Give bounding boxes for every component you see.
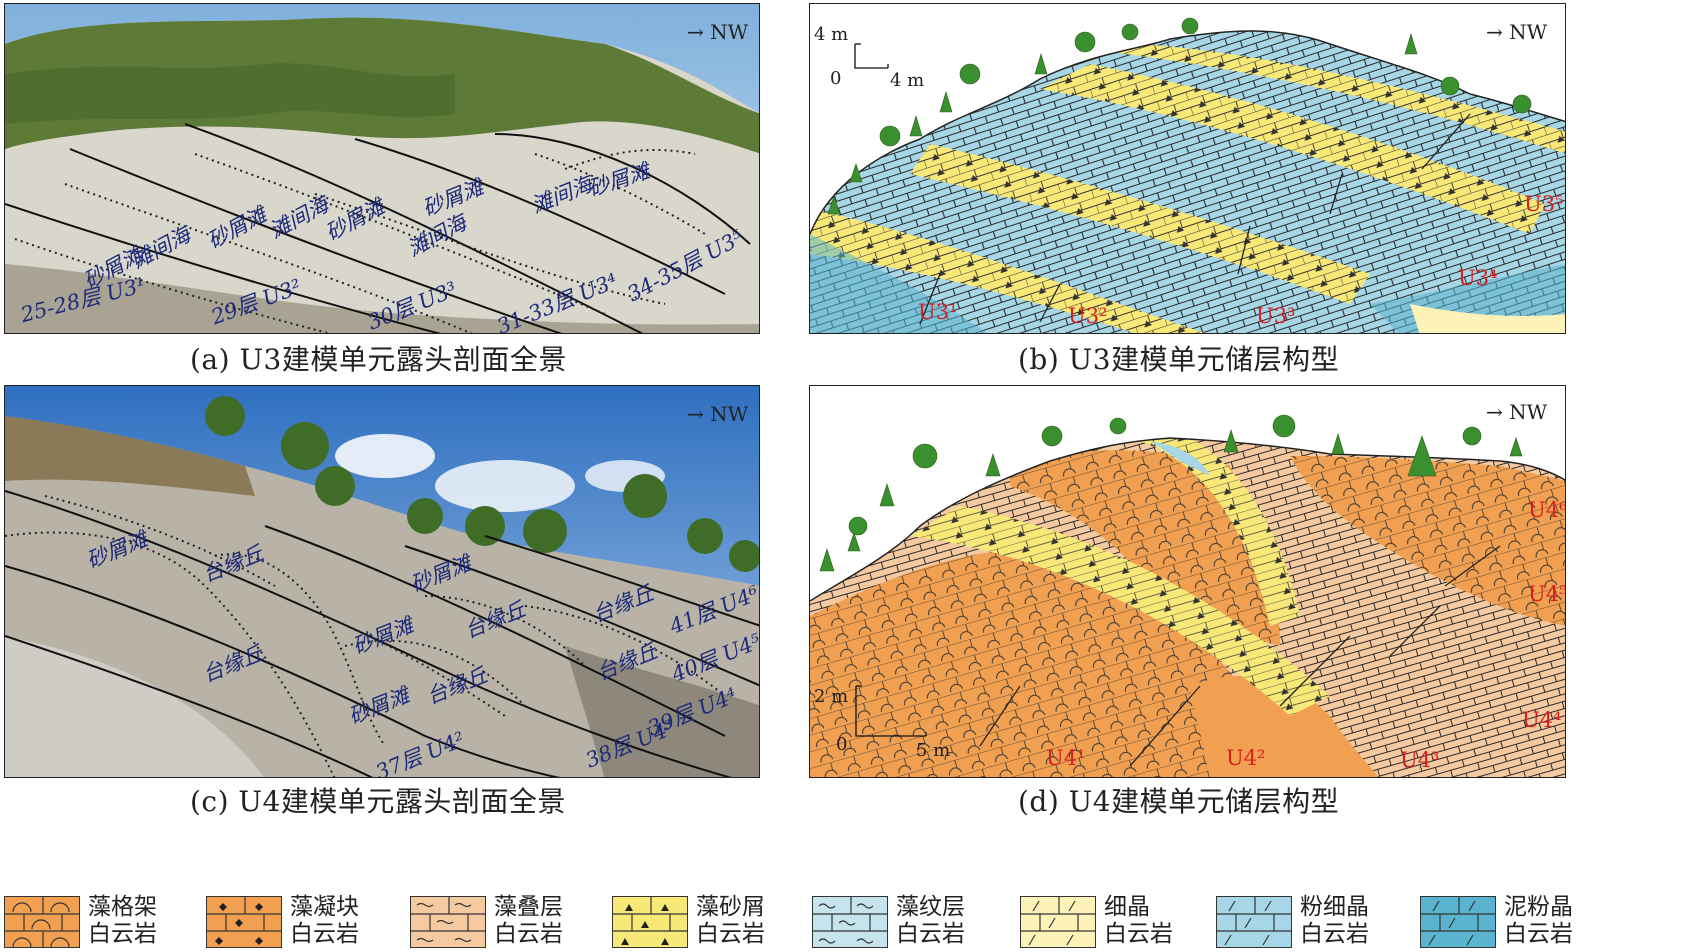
unit-label: U3³ (1256, 304, 1296, 328)
arrow-icon: → (687, 402, 704, 426)
legend-sub: 白云岩 (494, 921, 563, 947)
scale-zero-label: 0 (830, 68, 842, 89)
legend-sub: 白云岩 (290, 921, 359, 947)
north-west-arrow: → NW (1486, 400, 1547, 424)
arrow-icon: → (687, 20, 704, 44)
unit-label: U3⁵ (1524, 192, 1564, 216)
stromatolite-pattern-icon (410, 896, 486, 948)
north-west-arrow: → NW (687, 402, 748, 426)
wavy-pattern-icon (812, 896, 888, 948)
scale-vertical-label: 2 m (814, 686, 849, 707)
panel-c-photo-art (5, 386, 759, 777)
legend-label: 细晶白云岩 (1104, 894, 1173, 948)
unit-label: U4¹ (1046, 746, 1086, 770)
legend-sub: 白云岩 (896, 921, 965, 947)
legend-label: 藻格架白云岩 (88, 894, 157, 948)
unit-label: U3¹ (918, 300, 958, 324)
direction-label: NW (1509, 20, 1548, 44)
legend-label: 泥粉晶白云岩 (1504, 894, 1573, 948)
legend-name: 藻格架 (88, 894, 157, 920)
unit-label: U4² (1226, 746, 1266, 770)
slash-pattern-icon (1420, 896, 1496, 948)
unit-label: U4⁴ (1522, 708, 1562, 732)
scale-vertical-label: 4 m (814, 24, 849, 45)
legend-name: 细晶 (1104, 894, 1150, 920)
arc-pattern-icon (4, 896, 80, 948)
scale-horizontal-label: 4 m (890, 70, 925, 91)
legend-sub: 白云岩 (1104, 921, 1173, 947)
legend-sub: 白云岩 (1504, 921, 1573, 947)
unit-label: U4⁶ (1528, 498, 1566, 522)
legend-label: 藻凝块白云岩 (290, 894, 359, 948)
panel-d-caption: (d) U4建模单元储层构型 (1018, 785, 1340, 818)
legend-name: 粉细晶 (1300, 894, 1369, 920)
triangle-pattern-icon (612, 896, 688, 948)
clot-pattern-icon (206, 896, 282, 948)
unit-label: U4⁵ (1528, 582, 1566, 606)
panel-b-diagram-art (810, 17, 1565, 333)
arrow-icon: → (1486, 400, 1503, 424)
direction-label: NW (1509, 400, 1548, 424)
north-west-arrow: → NW (1486, 20, 1547, 44)
direction-label: NW (710, 20, 749, 44)
north-west-arrow: → NW (687, 20, 748, 44)
legend-label: 藻纹层白云岩 (896, 894, 965, 948)
panel-a-caption: (a) U3建模单元露头剖面全景 (190, 343, 567, 376)
panel-d-diagram: 2 m 0 5 m U4⁶ U4⁵ U4⁴ U4¹ U4² U4³ → NW (809, 385, 1566, 778)
panel-c-caption: (c) U4建模单元露头剖面全景 (190, 785, 566, 818)
legend-label: 藻砂屑白云岩 (696, 894, 765, 948)
direction-label: NW (710, 402, 749, 426)
legend-name: 泥粉晶 (1504, 894, 1573, 920)
unit-label: U4³ (1400, 748, 1440, 772)
scale-zero-label: 0 (836, 734, 848, 755)
unit-label: U3² (1068, 304, 1108, 328)
legend-label: 粉细晶白云岩 (1300, 894, 1369, 948)
panel-a-photo-art (5, 4, 759, 333)
legend-sub: 白云岩 (696, 921, 765, 947)
slash-pattern-icon (1020, 896, 1096, 948)
legend-label: 藻叠层白云岩 (494, 894, 563, 948)
panel-c-photo: 砂屑滩 台缘丘 砂屑滩 砂屑滩 台缘丘 台缘丘 台缘丘 台缘丘 砂屑滩 台缘丘 … (4, 385, 760, 778)
legend-name: 藻纹层 (896, 894, 965, 920)
legend-sub: 白云岩 (1300, 921, 1369, 947)
panel-a-photo: 砂屑滩 滩间海 砂屑滩 滩间海 砂屑滩 滩间海 砂屑滩 滩间海 砂屑滩 25-2… (4, 3, 760, 334)
legend-name: 藻叠层 (494, 894, 563, 920)
scale-horizontal-label: 5 m (916, 740, 951, 761)
unit-label: U3⁴ (1458, 266, 1498, 290)
panel-b-diagram: 4 m 0 4 m U3¹ U3² U3³ U3⁴ U3⁵ → NW (809, 3, 1566, 334)
panel-b-caption: (b) U3建模单元储层构型 (1018, 343, 1340, 376)
arrow-icon: → (1486, 20, 1503, 44)
legend-sub: 白云岩 (88, 921, 157, 947)
legend-name: 藻砂屑 (696, 894, 765, 920)
panel-d-diagram-art (810, 414, 1565, 777)
legend-name: 藻凝块 (290, 894, 359, 920)
slash-pattern-icon (1216, 896, 1292, 948)
